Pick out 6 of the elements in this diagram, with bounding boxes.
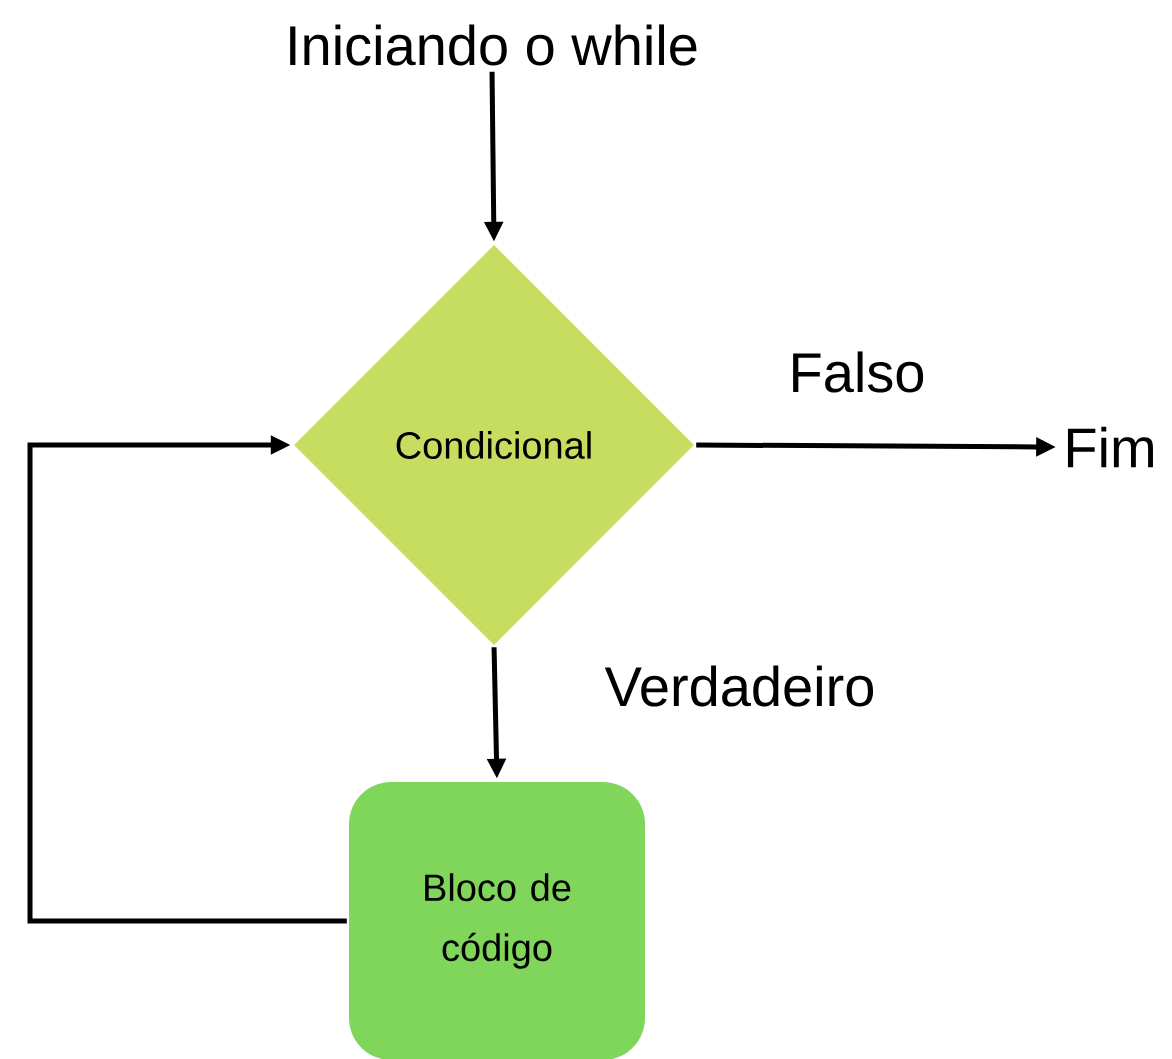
arrow (27, 435, 347, 924)
process-box: Bloco de código (349, 782, 645, 1059)
edge-label: Verdadeiro (601, 662, 879, 710)
edge-label: Falso (785, 348, 929, 396)
start-label: Iniciando o while (290, 24, 697, 66)
end-label: Fim (1067, 426, 1153, 468)
